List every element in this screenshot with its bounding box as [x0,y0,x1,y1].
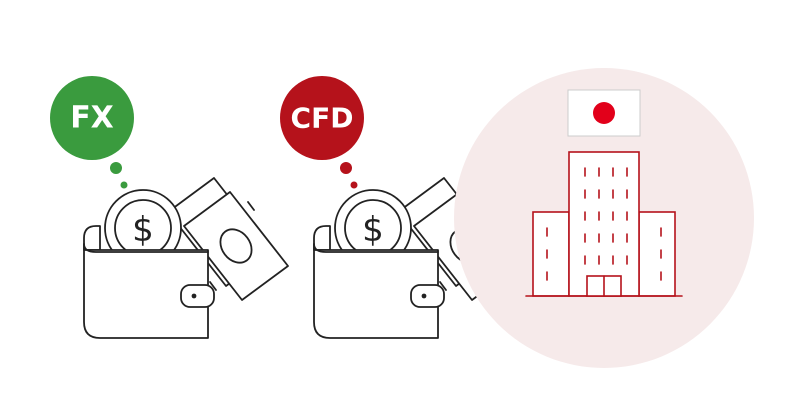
fx-label: FX [70,101,114,136]
wallet-clasp [180,284,215,308]
wallet-clasp [410,284,445,308]
japan-company-group [454,68,754,368]
cfd-thought-bubble: CFD [280,76,364,189]
fx-bubble-circle [50,76,134,160]
fx-thought-bubble: FX [50,76,134,189]
wallet-icon: $ [83,177,289,339]
cfd-group: CFD $ [280,76,519,339]
wing-windows [546,227,662,281]
fx-bubble-dot-large [110,162,122,174]
coin-symbol: $ [362,210,384,250]
wallet-icon: $ [313,177,519,339]
cfd-label: CFD [291,102,354,135]
japan-flag-icon [567,89,641,137]
fx-bubble-dot-small [120,181,128,189]
dollar-coin-icon: $ [334,189,412,267]
cfd-bubble-dot-small [350,181,358,189]
cfd-bubble-circle [280,76,364,160]
tower-windows [584,167,628,265]
banknote-icon [167,177,289,301]
fx-group: FX $ [50,76,289,339]
cfd-bubble-dot-large [340,162,352,174]
coin-symbol: $ [132,210,154,250]
office-building-icon [525,151,683,297]
